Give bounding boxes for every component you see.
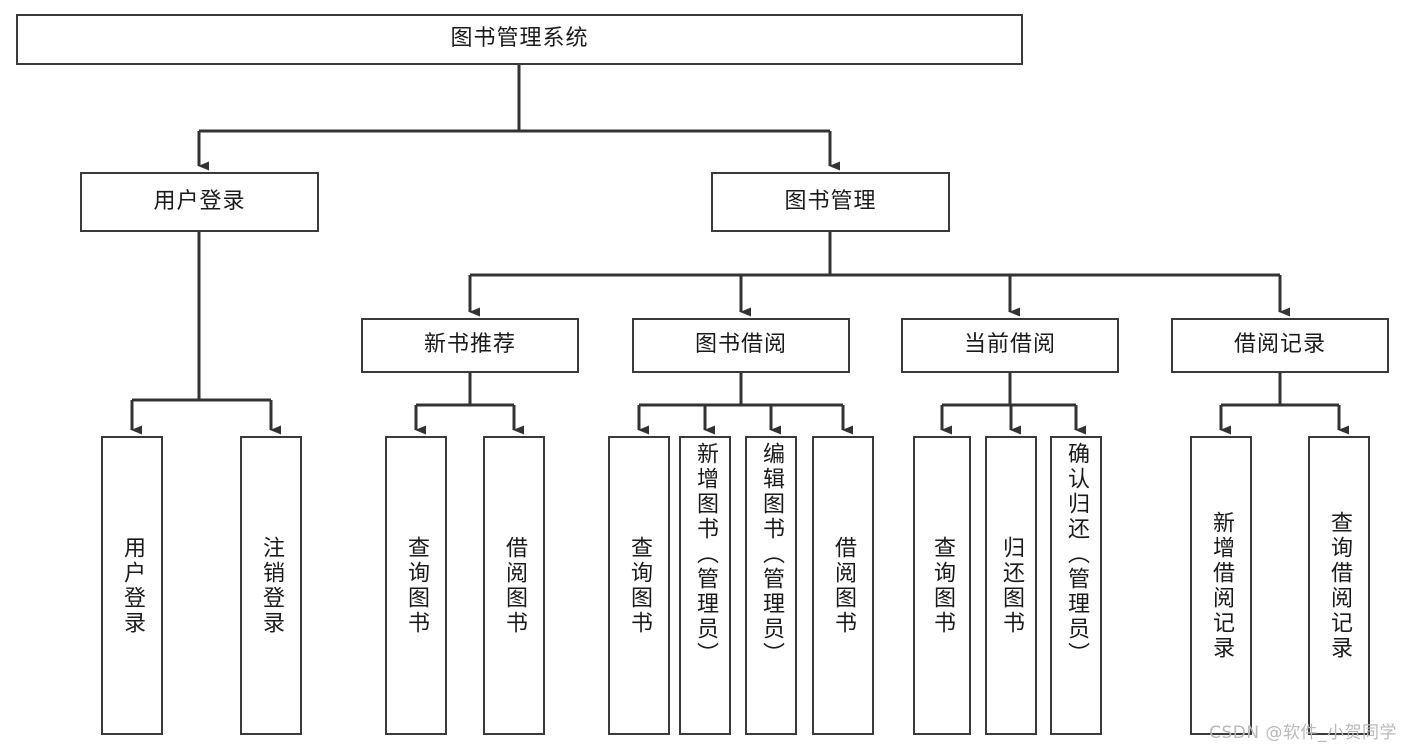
node-borrow-record[interactable]: 借阅记录 (1171, 318, 1389, 373)
node-book-borrow[interactable]: 图书借阅 (632, 318, 850, 373)
csdn-watermark: CSDN @软件_小贺同学 (1209, 723, 1397, 743)
leaf-query-borrow-record-label: 查询借阅记录 (1326, 510, 1352, 661)
node-new-book-recommend[interactable]: 新书推荐 (361, 318, 579, 373)
edge-current-borrow-to-leaves (940, 373, 1086, 435)
leaf-add-borrow-record-label: 新增借阅记录 (1208, 510, 1234, 661)
leaf-query-book-borrow-label: 查询图书 (626, 535, 652, 636)
edge-new-book-to-leaves (414, 373, 524, 435)
node-borrow-record-label: 借阅记录 (1233, 332, 1326, 358)
node-book-manage-label: 图书管理 (784, 188, 877, 214)
edge-book-borrow-to-leaves (637, 373, 853, 435)
leaf-user-login-label: 用户登录 (119, 535, 145, 636)
leaf-query-book-current-label: 查询图书 (929, 535, 955, 636)
leaf-logout-label: 注销登录 (258, 535, 284, 636)
edge-borrow-record-to-leaves (1219, 373, 1349, 435)
leaf-edit-book-admin[interactable]: 编辑图书（管理员） (745, 436, 797, 735)
node-user-login-label: 用户登录 (153, 188, 246, 214)
leaf-query-book-recommend-label: 查询图书 (403, 535, 429, 636)
node-current-borrow-label: 当前借阅 (963, 332, 1056, 358)
node-new-book-recommend-label: 新书推荐 (423, 332, 516, 358)
leaf-borrow-book-recommend[interactable]: 借阅图书 (483, 436, 545, 735)
leaf-confirm-return-admin[interactable]: 确认归还（管理员） (1050, 436, 1102, 735)
leaf-return-book[interactable]: 归还图书 (985, 436, 1037, 735)
leaf-add-book-admin-label: 新增图书（管理员） (692, 442, 718, 667)
edge-user-login-to-leaves (130, 232, 281, 435)
leaf-query-borrow-record[interactable]: 查询借阅记录 (1308, 436, 1370, 735)
leaf-return-book-label: 归还图书 (998, 535, 1024, 636)
leaf-add-book-admin[interactable]: 新增图书（管理员） (679, 436, 731, 735)
node-book-manage[interactable]: 图书管理 (711, 172, 950, 232)
node-root-system[interactable]: 图书管理系统 (16, 14, 1023, 65)
leaf-logout[interactable]: 注销登录 (240, 436, 302, 735)
leaf-add-borrow-record[interactable]: 新增借阅记录 (1190, 436, 1252, 735)
leaf-confirm-return-admin-label: 确认归还（管理员） (1063, 442, 1089, 667)
leaf-query-book-current[interactable]: 查询图书 (913, 436, 971, 735)
leaf-query-book-recommend[interactable]: 查询图书 (385, 436, 447, 735)
edge-book-manage-to-level3 (468, 232, 1290, 317)
leaf-edit-book-admin-label: 编辑图书（管理员） (758, 442, 784, 667)
node-root-label: 图书管理系统 (450, 26, 589, 52)
node-current-borrow[interactable]: 当前借阅 (901, 318, 1119, 373)
leaf-query-book-borrow[interactable]: 查询图书 (608, 436, 670, 735)
leaf-borrow-book-label: 借阅图书 (830, 535, 856, 636)
leaf-user-login[interactable]: 用户登录 (101, 436, 163, 735)
leaf-borrow-book[interactable]: 借阅图书 (812, 436, 874, 735)
leaf-borrow-book-recommend-label: 借阅图书 (501, 535, 527, 636)
node-user-login[interactable]: 用户登录 (80, 172, 319, 232)
edge-root-to-level2 (197, 65, 840, 171)
node-book-borrow-label: 图书借阅 (694, 332, 787, 358)
